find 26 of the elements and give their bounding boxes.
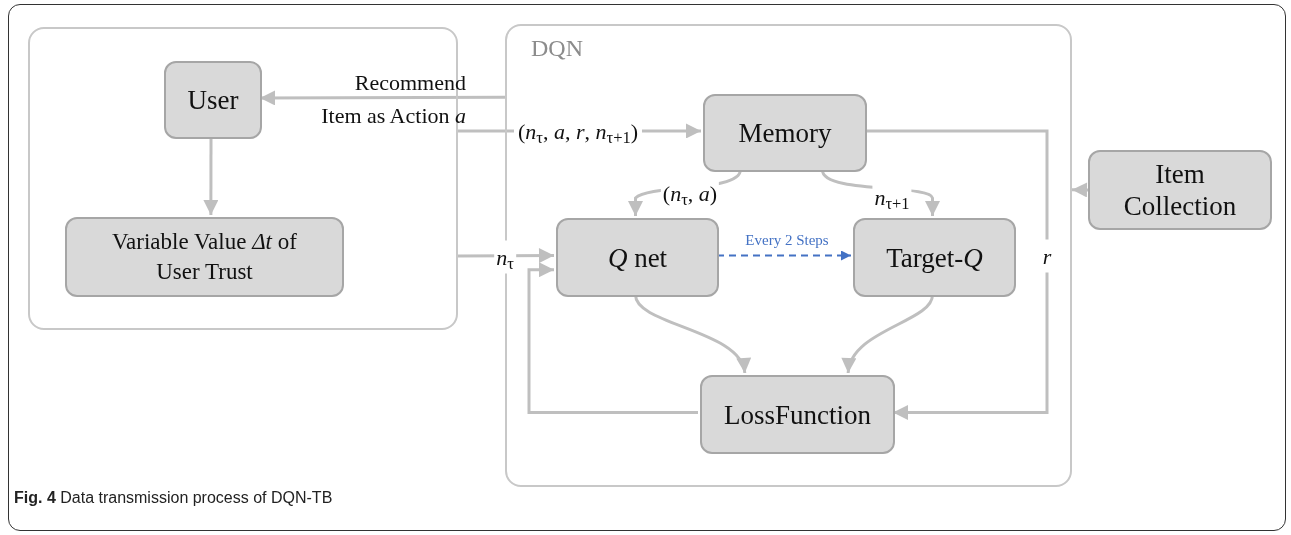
box-label: Target-Q xyxy=(886,241,983,274)
process-box xyxy=(703,94,867,172)
box-label: Memory xyxy=(738,117,832,149)
arrow xyxy=(865,129,1049,420)
panel-title: DQN xyxy=(531,34,583,63)
box-label: User xyxy=(187,84,239,116)
process-box xyxy=(700,375,895,454)
figure-caption: Fig. 4 Data transmission process of DQN-TB xyxy=(14,488,333,508)
process-box xyxy=(164,61,262,139)
process-box xyxy=(1088,150,1272,230)
arrow xyxy=(260,90,505,106)
process-box xyxy=(65,217,344,297)
edge-label: Recommend Item as Action a xyxy=(320,69,466,130)
box-label: Item Collection xyxy=(1122,158,1238,222)
arrow xyxy=(1071,182,1089,198)
edge-label: n$_{τ}$ xyxy=(494,240,516,274)
arrow xyxy=(843,294,934,374)
process-box xyxy=(853,218,1016,297)
box-label: Q net xyxy=(607,241,668,274)
box-label: LossFunction xyxy=(724,398,871,431)
box-label: Variable Value Δt of User Trust xyxy=(111,228,298,286)
process-box xyxy=(556,218,719,297)
arrow xyxy=(634,294,748,374)
edge-label: Every 2 Steps xyxy=(744,230,830,250)
arrow xyxy=(527,262,698,414)
arrow xyxy=(203,137,219,215)
